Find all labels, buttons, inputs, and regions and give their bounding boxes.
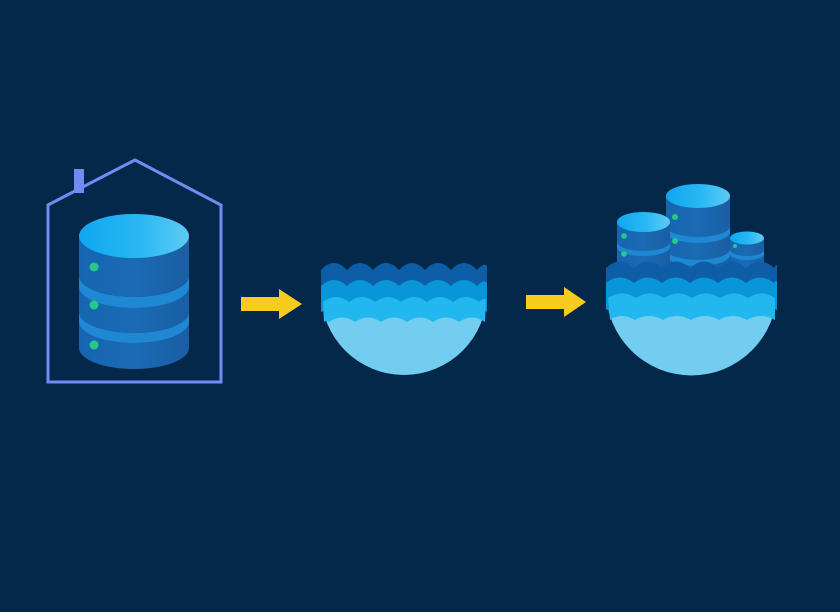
database-led (733, 244, 737, 248)
database-band-lower (79, 312, 189, 343)
database-led (89, 300, 99, 310)
database-top (617, 212, 670, 232)
database-led (672, 238, 678, 244)
database-icon (79, 214, 189, 369)
database-led (89, 340, 99, 350)
database-band-upper (79, 276, 189, 308)
water-bowl-icon (321, 263, 487, 375)
database-body (666, 196, 730, 272)
database-body (617, 222, 670, 272)
database-band (730, 250, 764, 260)
database-icon-large (666, 184, 730, 272)
house-outline (46, 158, 223, 384)
database-band (617, 242, 670, 256)
house-with-database-icon (46, 158, 223, 384)
database-top (730, 231, 764, 245)
database-led (672, 214, 678, 220)
water-wave-bright (608, 293, 775, 320)
database-top (79, 214, 189, 258)
database-led (621, 251, 627, 257)
database-top (666, 184, 730, 208)
water-wave-bright (323, 297, 486, 322)
database-segment-bottom (79, 322, 189, 369)
house-chimney (74, 169, 84, 193)
database-led (621, 233, 627, 239)
database-segment-middle (79, 287, 189, 333)
database-band (666, 226, 730, 243)
database-band (666, 249, 730, 266)
database-led (89, 262, 99, 272)
database-icon-medium (617, 212, 670, 272)
right-arrow-icon (241, 289, 302, 319)
right-arrow-icon (526, 287, 586, 317)
